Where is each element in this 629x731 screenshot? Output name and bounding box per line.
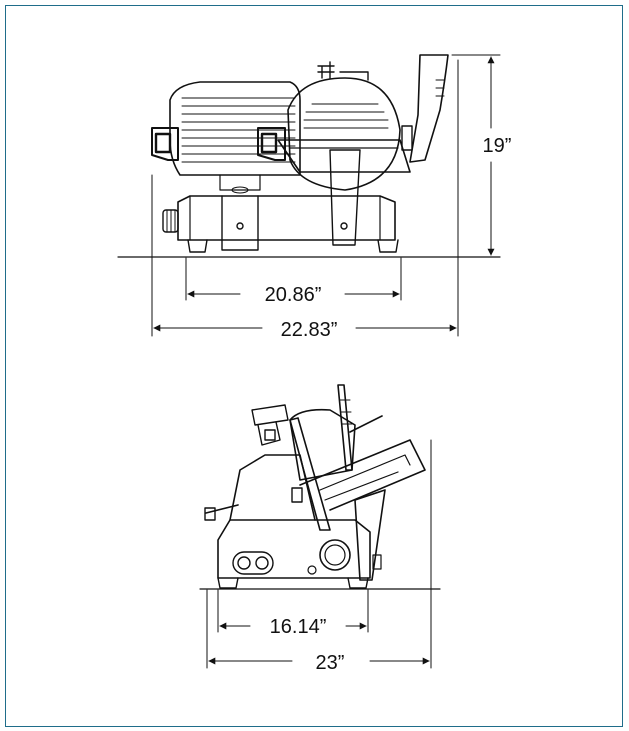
dim-width-base: 16.14” bbox=[270, 616, 327, 638]
carriage-rail bbox=[289, 417, 331, 531]
side-handle-rod bbox=[205, 504, 239, 514]
product-tray bbox=[277, 139, 411, 173]
base-body bbox=[177, 195, 396, 241]
side-foot-left bbox=[217, 577, 239, 589]
switch-panel bbox=[232, 551, 274, 575]
dimension-lines-top bbox=[151, 54, 501, 337]
pusher-arm bbox=[409, 54, 449, 163]
slicer-front-view bbox=[117, 54, 501, 258]
side-knob bbox=[319, 539, 351, 571]
side-top-knob bbox=[251, 404, 289, 426]
dim-width-total: 23” bbox=[316, 652, 345, 674]
side-base-body bbox=[217, 519, 371, 579]
slicer-side-view bbox=[199, 384, 441, 590]
blade-guard bbox=[287, 77, 401, 191]
foot-right bbox=[377, 239, 399, 253]
side-pusher bbox=[337, 384, 353, 471]
pusher-grip bbox=[401, 125, 413, 151]
dim-height: 19” bbox=[483, 135, 512, 157]
diagram-frame bbox=[5, 5, 623, 727]
dim-length-total: 22.83” bbox=[281, 319, 338, 341]
handle-right bbox=[257, 127, 286, 161]
carriage-leg bbox=[329, 149, 361, 246]
guard-knob bbox=[317, 61, 335, 79]
side-tray bbox=[299, 439, 426, 511]
foot-left bbox=[187, 239, 208, 253]
handle-left bbox=[151, 127, 179, 161]
base-edges bbox=[189, 195, 381, 241]
pedestal-left bbox=[221, 195, 259, 251]
dim-length-base: 20.86” bbox=[265, 284, 322, 306]
side-leg bbox=[354, 489, 386, 581]
side-blade-guard bbox=[289, 408, 356, 481]
side-foot-right bbox=[347, 577, 369, 589]
dimension-lines-bottom bbox=[206, 439, 432, 669]
motor-housing bbox=[169, 81, 301, 176]
